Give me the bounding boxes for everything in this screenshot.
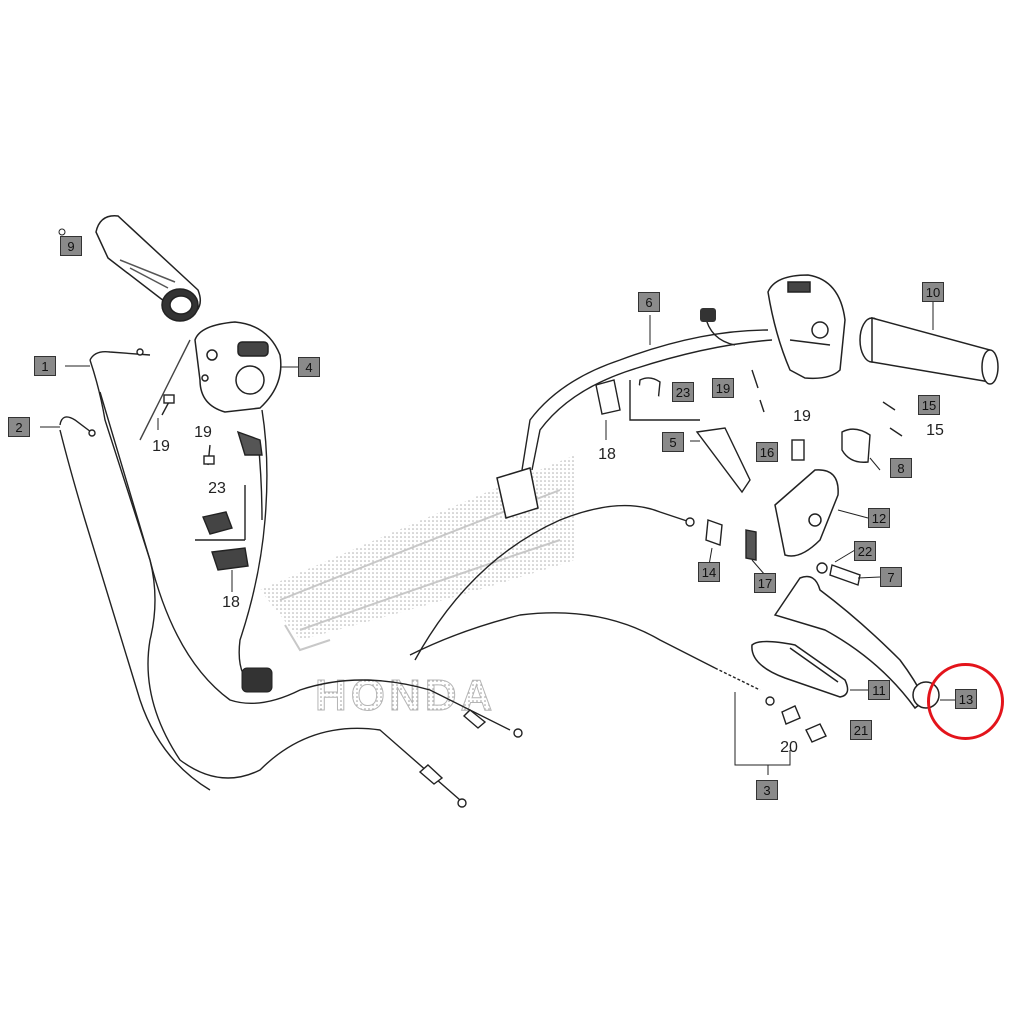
label-15-right: 15 bbox=[926, 422, 944, 439]
callout-13[interactable]: 13 bbox=[955, 689, 977, 709]
callout-2[interactable]: 2 bbox=[8, 417, 30, 437]
callout-10[interactable]: 10 bbox=[922, 282, 944, 302]
callout-8[interactable]: 8 bbox=[890, 458, 912, 478]
callout-19[interactable]: 19 bbox=[712, 378, 734, 398]
label-18-right: 18 bbox=[598, 446, 616, 463]
right-switch-housing bbox=[767, 274, 846, 380]
label-19-left-b: 19 bbox=[194, 424, 212, 441]
label-23-left: 23 bbox=[208, 480, 226, 497]
highlight-circle bbox=[927, 663, 1004, 740]
callout-22[interactable]: 22 bbox=[854, 541, 876, 561]
right-small-parts bbox=[595, 369, 903, 743]
left-cables bbox=[59, 350, 511, 801]
callout-17[interactable]: 17 bbox=[754, 573, 776, 593]
left-connector-icon bbox=[241, 667, 273, 693]
callout-5[interactable]: 5 bbox=[662, 432, 684, 452]
right-grip bbox=[859, 317, 999, 385]
callout-6[interactable]: 6 bbox=[638, 292, 660, 312]
callout-9[interactable]: 9 bbox=[60, 236, 82, 256]
callout-4[interactable]: 4 bbox=[298, 357, 320, 377]
left-grip bbox=[95, 215, 201, 322]
right-harness-connector-icon bbox=[496, 467, 539, 519]
left-switch-housing bbox=[194, 321, 282, 413]
callout-12[interactable]: 12 bbox=[868, 508, 890, 528]
label-19-left-a: 19 bbox=[152, 438, 170, 455]
honda-watermark-text: HONDA bbox=[315, 671, 496, 720]
callout-14[interactable]: 14 bbox=[698, 562, 720, 582]
callout-1[interactable]: 1 bbox=[34, 356, 56, 376]
clutch-cable bbox=[409, 504, 761, 691]
callout-11[interactable]: 11 bbox=[868, 680, 890, 700]
callout-21[interactable]: 21 bbox=[850, 720, 872, 740]
label-18-left: 18 bbox=[222, 594, 240, 611]
callout-3[interactable]: 3 bbox=[756, 780, 778, 800]
callout-16[interactable]: 16 bbox=[756, 442, 778, 462]
left-small-parts bbox=[139, 339, 263, 571]
callout-7[interactable]: 7 bbox=[880, 567, 902, 587]
callout-15[interactable]: 15 bbox=[918, 395, 940, 415]
label-19-right: 19 bbox=[793, 408, 811, 425]
lever-cover bbox=[751, 640, 849, 698]
label-20: 20 bbox=[780, 739, 798, 756]
clutch-lever bbox=[773, 575, 940, 710]
leader-lines bbox=[40, 302, 955, 775]
clutch-lever-holder bbox=[774, 469, 839, 557]
right-small-connector-icon bbox=[700, 308, 716, 322]
callout-23[interactable]: 23 bbox=[672, 382, 694, 402]
